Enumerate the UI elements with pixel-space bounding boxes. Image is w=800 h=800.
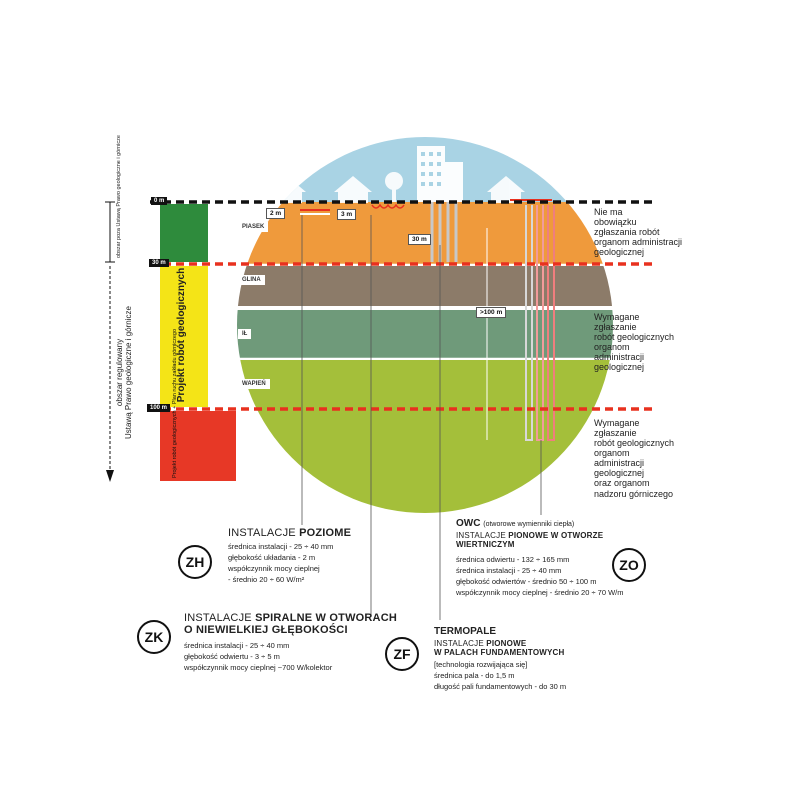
limestone-layer <box>237 360 613 513</box>
zh-items: średnica instalacji - 25 ÷ 40 mm głęboko… <box>228 542 334 584</box>
borehole-exchangers <box>510 199 555 441</box>
zf-sub: [technologia rozwijająca się] <box>434 660 528 669</box>
marker-0m: 0 m <box>151 197 168 205</box>
zh-title: INSTALACJE POZIOME <box>228 527 352 539</box>
badge-zf: ZF <box>385 637 419 671</box>
layer-limestone-label: WAPIEŃ <box>238 379 270 389</box>
badge-zo: ZO <box>612 548 646 582</box>
note-report-required: Wymagane zgłaszanie robót geologicznych … <box>594 312 675 373</box>
horizontal-collector <box>300 209 330 215</box>
spiral-collector <box>371 203 405 209</box>
left-axis-arrows <box>105 201 115 482</box>
region-outside-label: obszar poza Ustawą Prawo geologiczne i g… <box>116 135 122 258</box>
badge-zh: ZH <box>178 545 212 579</box>
project-plan-label: Projekt robót geologicznych + Plan ruchu… <box>172 329 178 478</box>
depth-tag-zf: 30 m <box>408 234 431 245</box>
layer-clay-label: GLINA <box>238 275 265 285</box>
bar-project-plan <box>160 411 236 481</box>
silt-layer <box>237 310 613 358</box>
bar-project <box>160 266 208 407</box>
depth-tag-zh: 2 m <box>266 208 286 219</box>
zk-items: średnica instalacji - 25 ÷ 40 mm głęboko… <box>184 641 333 672</box>
zo-items: średnica odwiertu - 132 ÷ 165 mm średnic… <box>456 555 624 597</box>
marker-100m: 100 m <box>147 404 171 412</box>
layer-sand-label: PIASEK <box>238 222 269 232</box>
zk-title: INSTALACJE SPIRALNE W OTWORACH O NIEWIEL… <box>184 612 397 637</box>
leader-lines <box>301 215 542 620</box>
zo-title: INSTALACJE PIONOWE W OTWORZE WIERTNICZYM <box>456 531 604 549</box>
badge-zk: ZK <box>137 620 171 654</box>
marker-30m: 30 m <box>149 259 169 267</box>
layer-silt-label: IŁ <box>238 329 252 339</box>
energy-piles <box>430 202 458 262</box>
tree-icon <box>385 172 403 202</box>
clay-layer <box>237 266 613 306</box>
depth-tag-zo: >100 m <box>476 307 507 318</box>
zf-title: INSTALACJE PIONOWE W PALACH FUNDAMENTOWY… <box>434 639 565 657</box>
zf-head: TERMOPALE <box>434 626 497 637</box>
zo-head: OWC (otworowe wymienniki ciepła) <box>456 518 575 529</box>
bar-no-obligation <box>160 204 208 262</box>
note-no-obligation: Nie ma obowiązku zgłaszania robót organo… <box>594 207 683 258</box>
note-report-mining: Wymagane zgłaszanie robót geologicznych … <box>594 418 675 499</box>
sand-layer <box>237 202 613 264</box>
depth-tag-zk: 3 m <box>337 209 357 220</box>
zf-items: średnica pala - do 1,5 m długość pali fu… <box>434 671 567 691</box>
region-regulated-label: obszar regulowany Ustawą Prawo geologicz… <box>115 306 133 439</box>
